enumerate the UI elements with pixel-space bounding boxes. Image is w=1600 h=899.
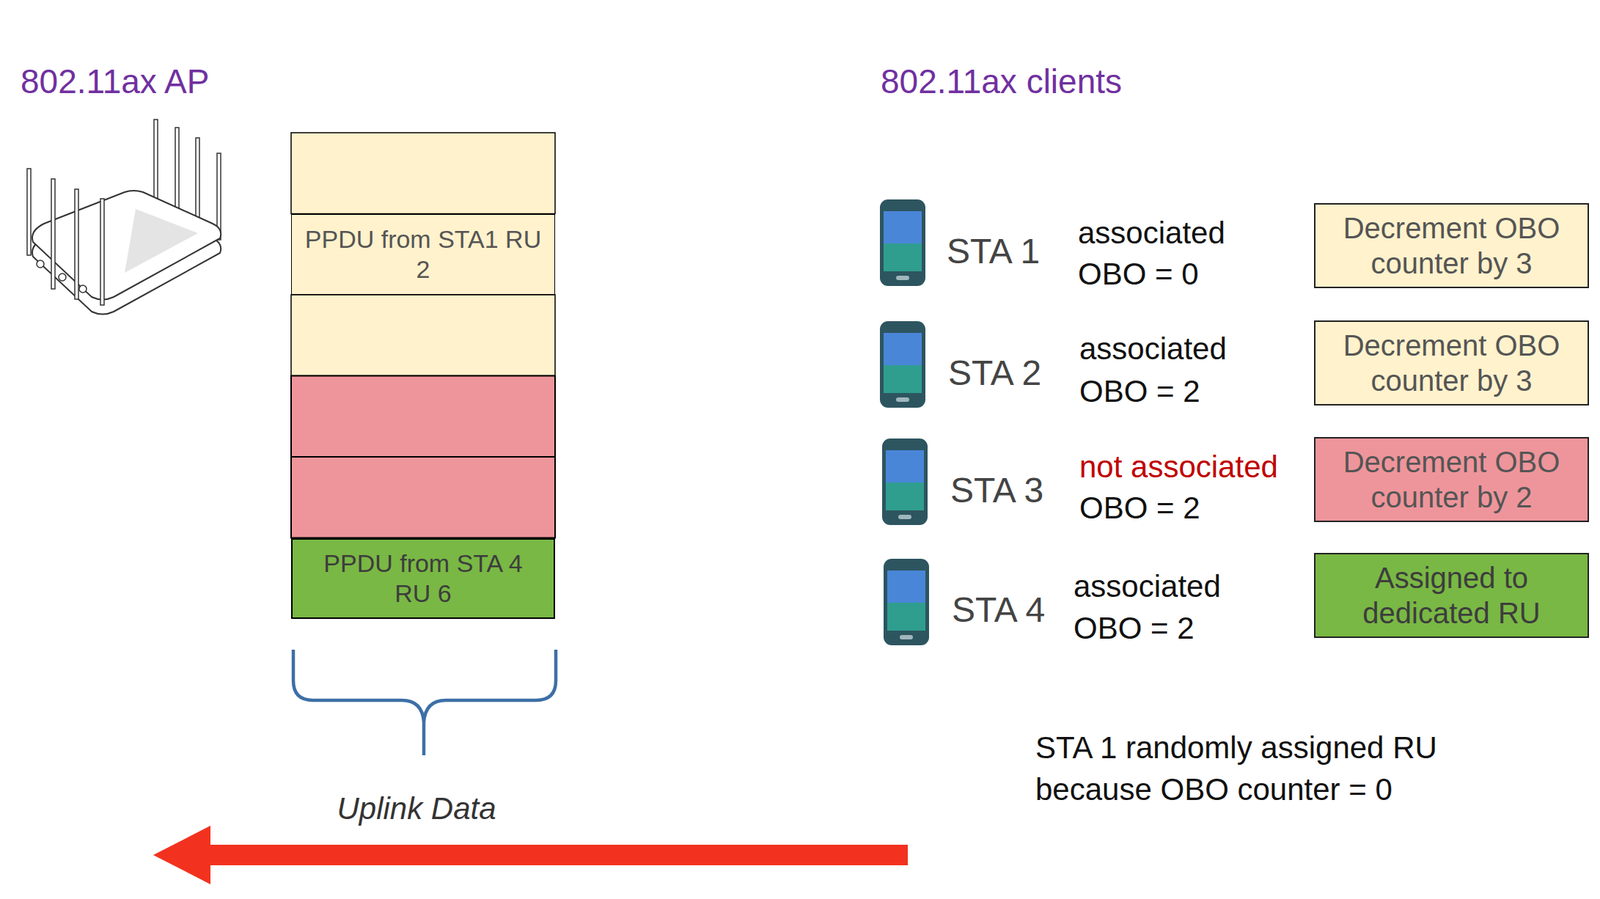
obo-value: OBO = 0	[1077, 255, 1199, 293]
phone-body	[882, 438, 928, 526]
station-name: STA 3	[950, 469, 1044, 512]
router-top	[32, 190, 221, 300]
obo-value: OBO = 2	[1079, 373, 1201, 410]
phone-icon	[879, 321, 926, 408]
arrow-head	[153, 825, 211, 885]
ru-slot	[291, 294, 556, 377]
heading: 802.11ax AP	[20, 61, 209, 102]
box-text: Decrement OBO counter by 3	[1325, 327, 1578, 399]
phone-icon	[882, 438, 928, 526]
box-text: Assigned to dedicated RU	[1325, 560, 1578, 631]
box-text: Decrement OBO counter by 3	[1325, 210, 1578, 281]
access-point-icon	[27, 119, 221, 315]
station-name: STA 4	[951, 588, 1045, 632]
connector	[36, 260, 44, 268]
phone-button	[898, 514, 912, 520]
action-box: Decrement OBO counter by 2	[1314, 437, 1590, 523]
station-name: STA 2	[948, 351, 1042, 395]
antenna	[27, 168, 31, 256]
phone-screen	[885, 482, 924, 511]
phone-screen	[887, 602, 926, 631]
phone-button	[896, 397, 910, 402]
phone-icon	[883, 558, 930, 646]
action-box: Decrement OBO counter by 3	[1314, 320, 1590, 406]
antenna	[100, 198, 105, 306]
brace	[293, 649, 556, 756]
connector	[79, 285, 87, 293]
box-text: Decrement OBO counter by 2	[1325, 444, 1578, 515]
obo-value: OBO = 2	[1079, 489, 1201, 527]
note-text: STA 1 randomly assigned RU because OBO c…	[1035, 726, 1505, 811]
ru-slot	[291, 456, 556, 539]
phone-button	[896, 275, 910, 281]
caption-text: Uplink Data	[306, 790, 527, 828]
obo-value: OBO = 2	[1073, 610, 1195, 647]
status-text: not associated	[1079, 448, 1279, 486]
connector	[58, 273, 66, 281]
router-vent	[124, 208, 198, 273]
phone-screen	[883, 243, 922, 272]
phone-screen	[883, 332, 922, 394]
box-text: PPDU from STA 4 RU 6	[302, 548, 544, 609]
action-box: Assigned to dedicated RU	[1314, 552, 1590, 638]
phone-icon	[879, 199, 926, 286]
arrow-shaft	[205, 844, 908, 866]
ru-slot	[291, 376, 556, 458]
station-name: STA 1	[946, 230, 1040, 273]
ppdu-block: PPDU from STA 4 RU 6	[291, 538, 556, 620]
ru-slot	[291, 132, 556, 215]
phone-screen	[885, 450, 924, 511]
antenna	[175, 127, 179, 218]
phone-body	[879, 321, 926, 408]
antenna	[195, 137, 200, 228]
phone-screen	[883, 211, 922, 272]
status-text: associated	[1077, 214, 1226, 252]
action-box: Decrement OBO counter by 3	[1314, 203, 1590, 289]
phone-screen	[883, 365, 922, 394]
phone-button	[899, 635, 913, 640]
ppdu-block: PPDU from STA1 RU 2	[291, 214, 556, 296]
status-text: associated	[1079, 330, 1227, 368]
phone-screen	[887, 570, 926, 631]
box-text: PPDU from STA1 RU 2	[302, 224, 545, 285]
status-text: associated	[1073, 568, 1221, 605]
phone-body	[879, 199, 926, 286]
phone-body	[883, 558, 930, 646]
antenna	[74, 189, 79, 300]
antenna	[51, 178, 55, 289]
heading: 802.11ax clients	[880, 61, 1122, 102]
